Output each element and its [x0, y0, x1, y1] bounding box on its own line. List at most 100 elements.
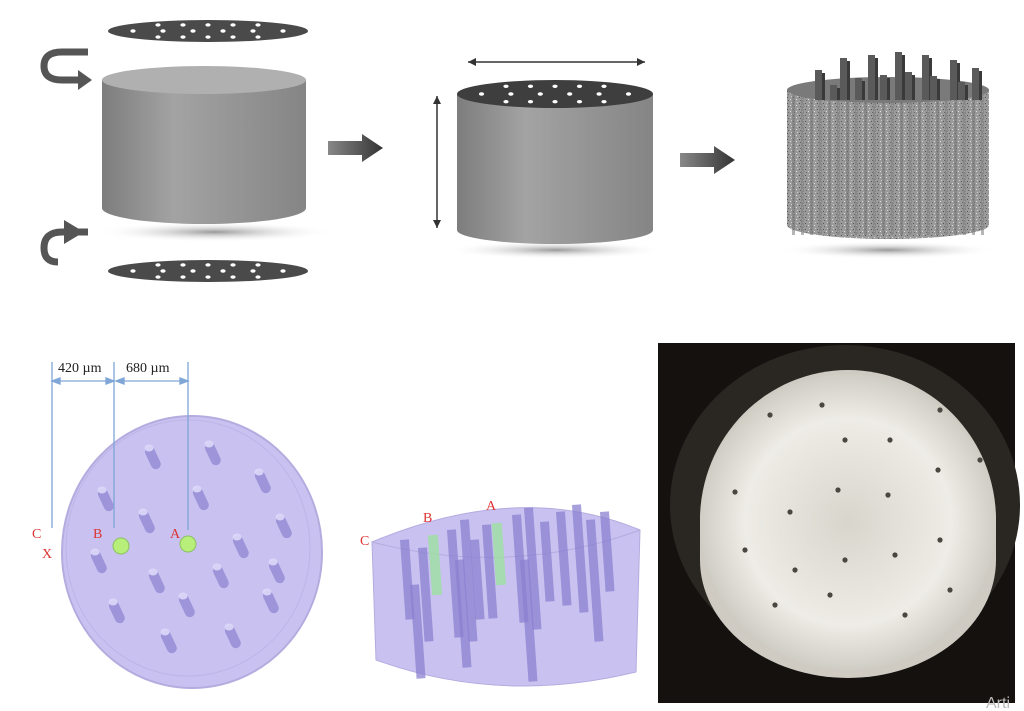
channel-stripe: [927, 95, 930, 235]
hole: [155, 263, 161, 267]
side-point-label-a: A: [486, 499, 497, 514]
hole: [280, 269, 286, 273]
cylinder-body: [102, 80, 306, 224]
channel: [97, 488, 114, 512]
channel-stripe: [801, 95, 804, 235]
hole: [625, 92, 632, 96]
channel-stripe: [828, 95, 831, 235]
hole: [842, 557, 848, 563]
channel: [524, 507, 542, 630]
channel: [192, 487, 209, 511]
hole: [576, 84, 583, 89]
marker-a: [179, 535, 197, 553]
hole: [230, 35, 236, 39]
arrow-right-icon: [680, 146, 735, 174]
channel: [212, 565, 229, 589]
hole: [742, 547, 748, 553]
channel: [148, 570, 165, 594]
channel: [400, 539, 415, 620]
channel: [586, 519, 604, 642]
hole: [255, 23, 261, 27]
channel-stripe: [981, 95, 984, 235]
channel-stripe: [864, 95, 867, 235]
channel: [482, 524, 498, 619]
hole: [772, 602, 778, 608]
dimension-label-right: 680 µm: [126, 361, 170, 376]
channel: [90, 550, 107, 574]
hole: [835, 487, 841, 493]
hole: [527, 100, 534, 104]
hole: [842, 437, 848, 443]
channel-stripe: [945, 95, 948, 235]
hole: [180, 263, 186, 267]
hole: [155, 23, 161, 27]
hole: [255, 263, 261, 267]
hole: [230, 23, 236, 27]
point-label-c: C: [32, 527, 41, 542]
point-label-b: B: [93, 527, 102, 542]
channel-stripe: [909, 95, 912, 235]
side-point-label-c: C: [360, 534, 369, 549]
hole: [205, 263, 211, 267]
hole: [552, 100, 558, 104]
pin: [815, 70, 822, 100]
channel-stripe: [972, 95, 975, 235]
watermark: Arti: [986, 695, 1010, 711]
channel-stripe: [891, 95, 894, 235]
hole: [887, 437, 893, 443]
channel: [556, 511, 572, 606]
channel: [572, 504, 589, 613]
hole: [180, 275, 186, 279]
pin: [972, 68, 979, 100]
pin: [895, 52, 902, 100]
channel-stripe: [792, 95, 795, 235]
hole: [205, 275, 211, 279]
pin: [868, 55, 875, 100]
hole: [576, 100, 583, 104]
pin: [958, 82, 965, 100]
channel: [540, 521, 555, 602]
hole: [767, 412, 773, 418]
stage-3-scaffold: [778, 52, 998, 259]
hole: [230, 275, 236, 279]
hole: [827, 592, 833, 598]
hole: [190, 29, 196, 33]
channel: [268, 560, 285, 584]
hole: [280, 29, 286, 33]
hole: [508, 92, 514, 96]
marker-b: [427, 534, 443, 596]
curved-arrow-icon: [40, 48, 88, 84]
hole: [819, 402, 825, 408]
hole: [892, 552, 898, 558]
channel: [520, 559, 538, 682]
channel: [410, 584, 426, 679]
hole: [230, 263, 236, 267]
pin: [855, 78, 862, 100]
scaffold-photo: [658, 343, 1020, 703]
channel-stripe: [837, 95, 840, 235]
hole: [155, 275, 161, 279]
channel-stripe: [936, 95, 939, 235]
channel-stripe: [882, 95, 885, 235]
pin: [950, 60, 957, 100]
channel: [460, 519, 478, 642]
hole: [552, 84, 558, 89]
hole: [220, 269, 226, 273]
channel: [275, 515, 292, 539]
stage-2-mold-with-pins: [433, 58, 666, 259]
channel-stripe: [810, 95, 813, 235]
hole: [527, 84, 534, 89]
hole: [601, 100, 607, 104]
hole: [787, 509, 793, 515]
hole: [155, 35, 161, 39]
hole: [205, 23, 211, 27]
hole: [160, 269, 166, 273]
hole: [503, 84, 509, 89]
stage-1-mold: [40, 20, 335, 282]
channel: [232, 535, 249, 559]
dimension-label-left: 420 µm: [58, 361, 102, 376]
hole: [977, 457, 983, 463]
channel-stripe: [873, 95, 876, 235]
point-label-a: A: [170, 527, 181, 542]
channel: [178, 594, 195, 618]
